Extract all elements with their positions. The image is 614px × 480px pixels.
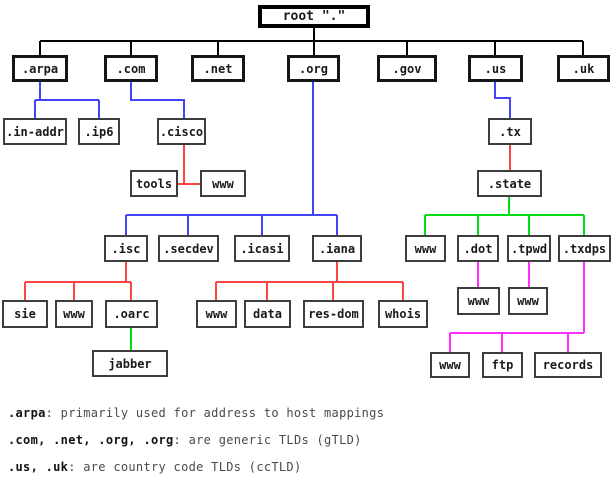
node-ip6: .ip6 [78,118,120,145]
node-iana: .iana [312,235,362,262]
legend-term-cctld: .us, .uk [8,460,69,474]
node-cisco: .cisco [157,118,206,145]
legend-line-arpa: .arpa: primarily used for address to hos… [8,406,384,420]
node-arpa: .arpa [12,55,68,82]
node-jabber: jabber [92,350,168,377]
node-net: .net [191,55,245,82]
legend-term-gtld: .com, .net, .org, .org [8,433,174,447]
node-ftp: ftp [482,352,523,378]
node-us: .us [468,55,523,82]
connector-us-tx [494,82,511,118]
node-www-state: www [405,235,446,262]
legend-line-cctld: .us, .uk: are country code TLDs (ccTLD) [8,460,301,474]
node-com: .com [104,55,158,82]
legend-text-cctld: : are country code TLDs (ccTLD) [68,460,302,474]
node-state: .state [477,170,542,197]
node-in-addr: .in-addr [3,118,67,145]
node-data: data [244,300,291,328]
node-root: root "." [258,5,370,28]
node-www-tpwd: www [508,287,548,315]
node-dot: .dot [457,235,499,262]
node-res-dom: res-dom [303,300,364,328]
node-icasi: .icasi [234,235,290,262]
connector-cisco-children [178,145,200,185]
connector-root-tlds [39,28,584,55]
connector-iana-children [215,262,404,300]
node-uk: .uk [557,55,610,82]
legend-text-arpa: : primarily used for address to host map… [45,406,385,420]
node-www-dot: www [457,287,500,315]
node-isc: .isc [104,235,148,262]
node-txdps: .txdps [558,235,611,262]
node-oarc: .oarc [105,300,158,328]
connector-arpa-children [34,82,100,118]
node-secdev: .secdev [158,235,219,262]
node-www-cisco: www [200,170,246,197]
connector-txdps-children [449,262,585,352]
connector-org-children [125,82,338,235]
node-records: records [534,352,602,378]
node-www-txdps: www [430,352,470,378]
node-tpwd: .tpwd [507,235,551,262]
legend-term-arpa: .arpa [8,406,46,420]
node-org: .org [287,55,340,82]
legend-text-gtld: : are generic TLDs (gTLD) [173,433,362,447]
node-whois: whois [378,300,428,328]
node-tx: .tx [488,118,532,145]
node-www-iana: www [196,300,237,328]
connector-state-children [424,197,585,235]
node-gov: .gov [377,55,437,82]
legend-line-gtld: .com, .net, .org, .org: are generic TLDs… [8,433,362,447]
connector-isc-children [24,262,132,300]
node-www-isc: www [55,300,93,328]
node-tools: tools [130,170,178,197]
connector-com-cisco [130,82,185,118]
node-sie: sie [2,300,48,328]
